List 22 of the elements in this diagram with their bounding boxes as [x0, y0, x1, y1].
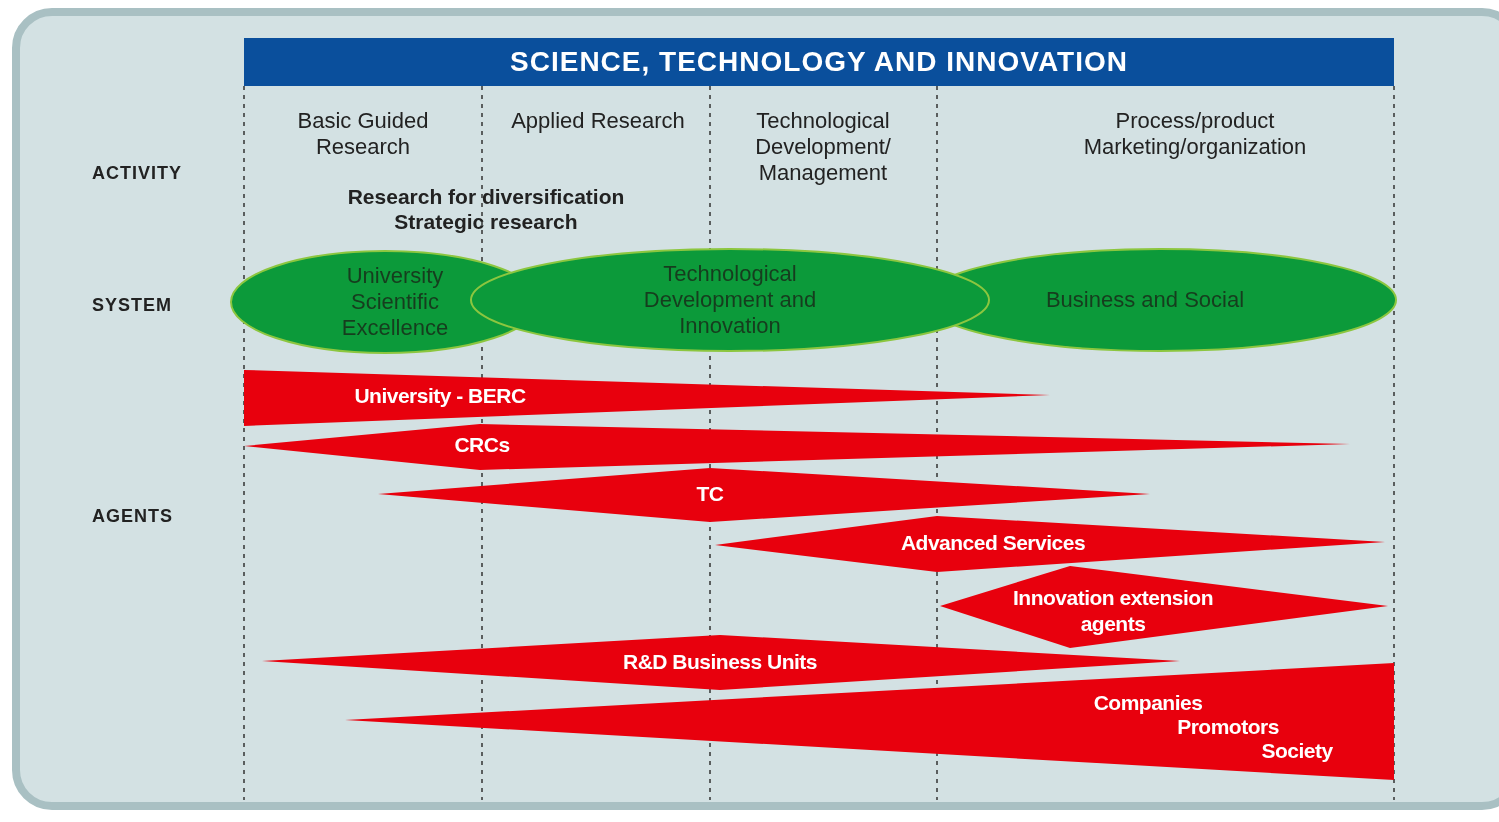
agent-label: Companies — [1093, 690, 1203, 716]
agent-label: Advanced Services — [900, 530, 1086, 556]
row-heading: ACTIVITY — [92, 162, 182, 185]
column-heading: Basic Guided Research — [296, 108, 430, 160]
agent-label: University - BERC — [354, 383, 526, 409]
row-heading: AGENTS — [92, 505, 173, 528]
row-heading: SYSTEM — [92, 294, 172, 317]
activity-label: Research for diversification — [347, 184, 625, 210]
title-banner: SCIENCE, TECHNOLOGY AND INNOVATION — [244, 38, 1394, 86]
agent-label: Promotors — [1177, 714, 1279, 740]
activity-label: Strategic research — [394, 209, 578, 235]
agent-label: CRCs — [454, 432, 510, 458]
column-heading: Process/product Marketing/organization — [1082, 108, 1308, 160]
agent-label: Innovation extension agents — [1012, 585, 1214, 637]
column-heading: Technological Development/ Management — [754, 108, 892, 186]
agent-label: R&D Business Units — [623, 649, 817, 675]
system-label: University Scientific Excellence — [340, 263, 450, 341]
system-label: Technological Development and Innovation — [642, 261, 818, 339]
agent-label: TC — [696, 481, 724, 507]
column-heading: Applied Research — [510, 108, 686, 134]
agent-label: Society — [1261, 738, 1333, 764]
system-label: Business and Social — [1045, 287, 1245, 313]
